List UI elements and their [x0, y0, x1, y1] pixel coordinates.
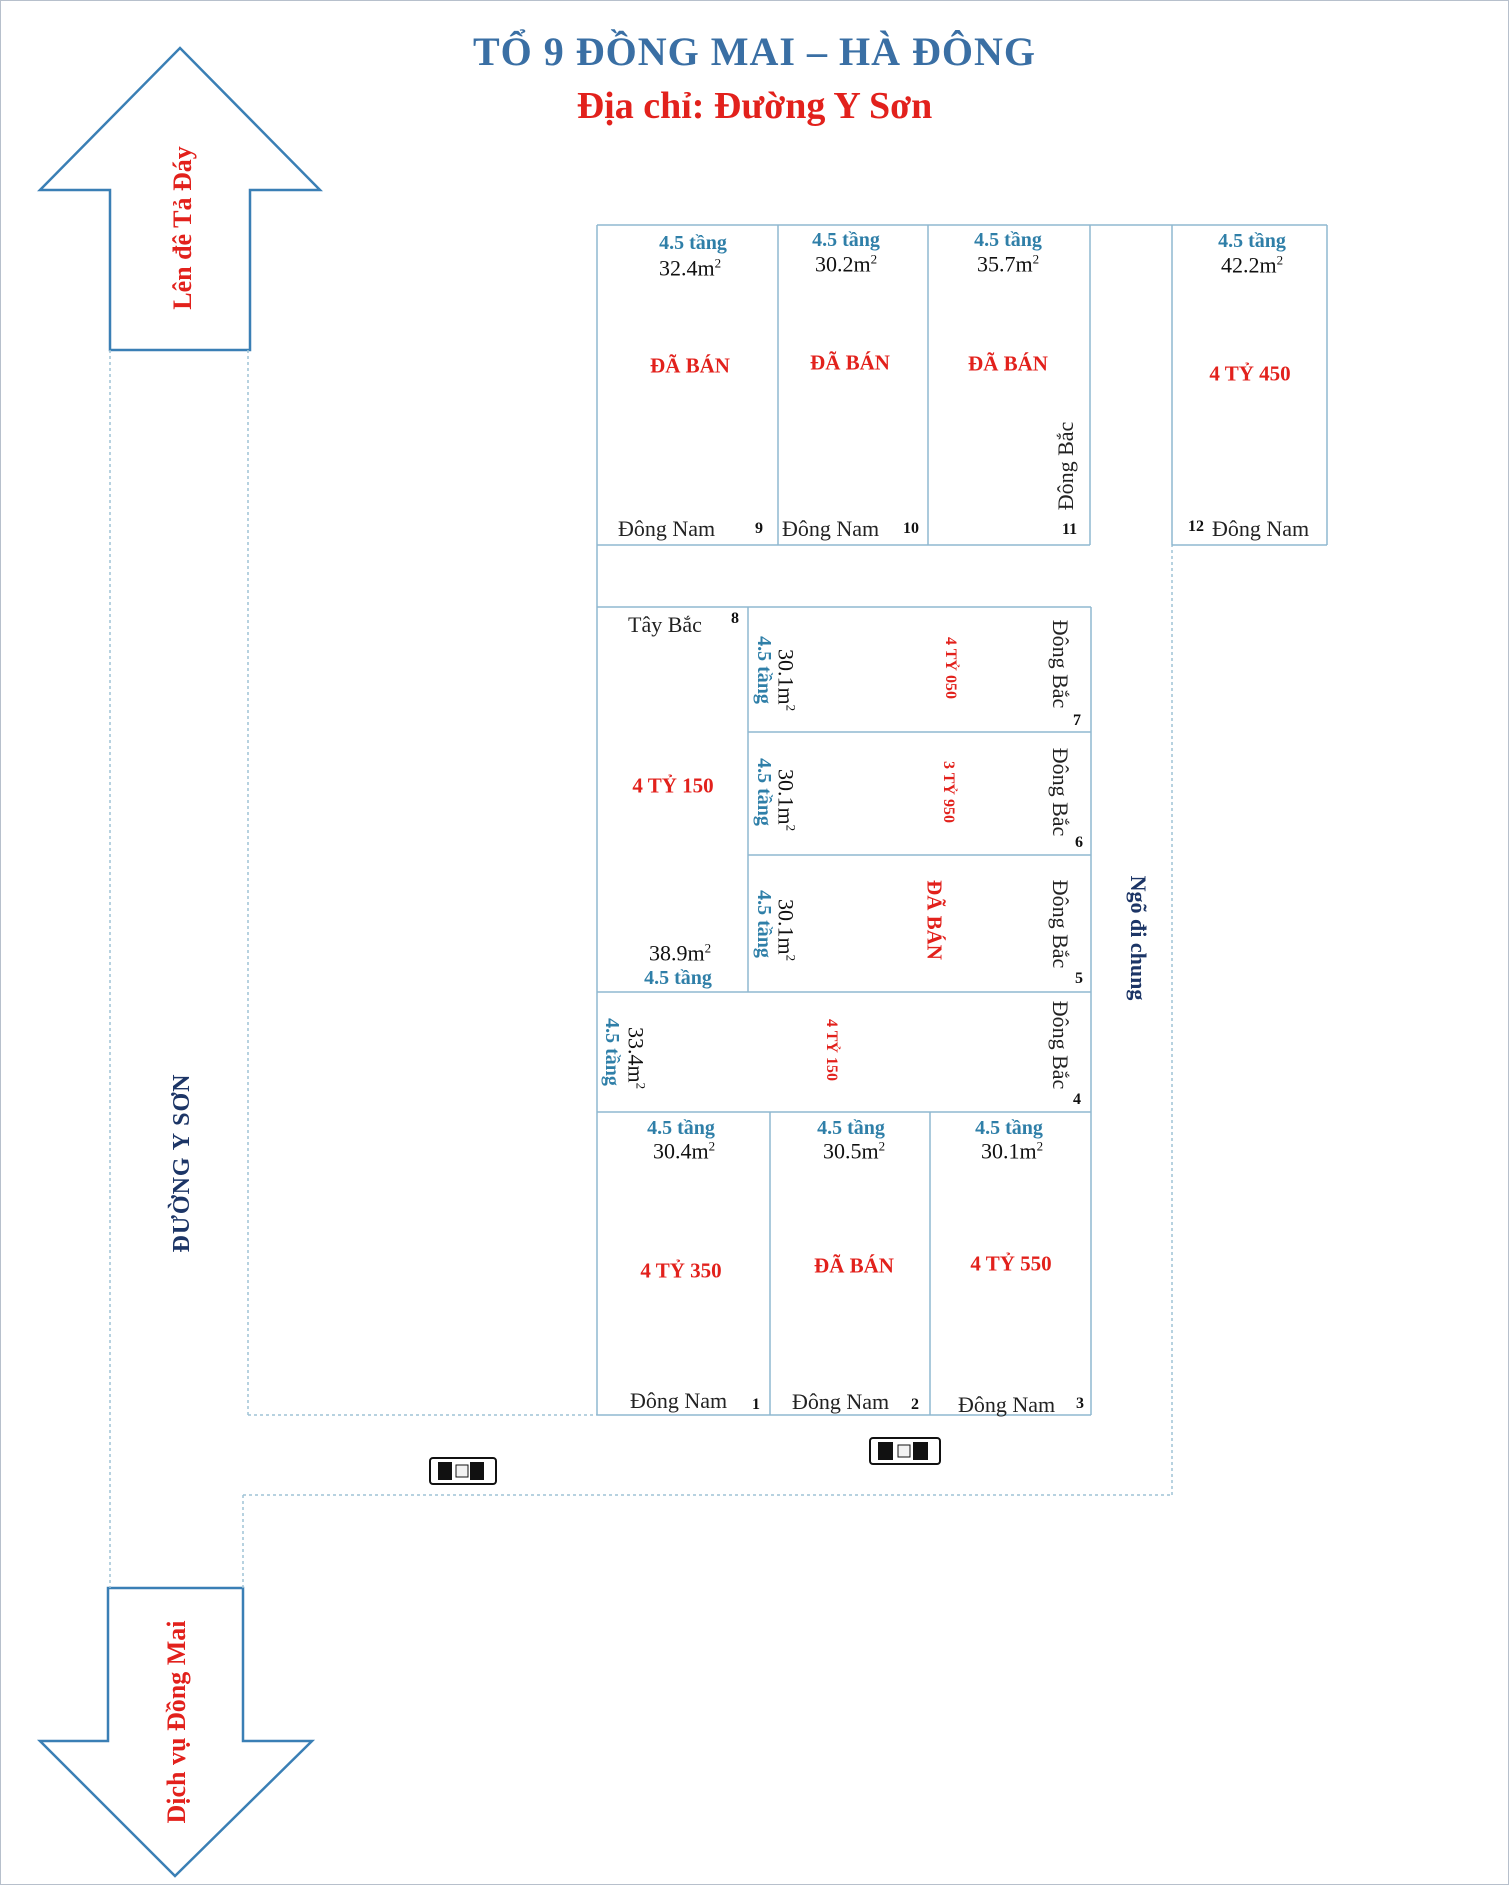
lot-6-number: 6 [1075, 834, 1083, 851]
lot-3-number: 3 [1076, 1395, 1084, 1412]
lot-1-facing: Đông Nam [630, 1388, 728, 1413]
lot-11-number: 11 [1062, 521, 1078, 538]
lot-1-status: 4 TỶ 350 [640, 1258, 722, 1283]
lot-5-status: ĐÃ BÁN [922, 880, 947, 960]
lot-2-area: 30.5m2 [822, 1138, 886, 1164]
lot-7-floors: 4.5 tầng [753, 636, 775, 704]
lot-1-area: 30.4m2 [652, 1138, 716, 1164]
lot-7-facing: Đông Bắc [1048, 619, 1073, 709]
lot-5-facing: Đông Bắc [1048, 879, 1073, 969]
alley-label: Ngõ đi chung [1126, 875, 1151, 1001]
lot-9-floors: 4.5 tầng [659, 232, 727, 254]
lot-4-floors: 4.5 tầng [601, 1018, 623, 1086]
lot-12-number: 12 [1188, 518, 1204, 535]
lot-12-facing: Đông Nam [1212, 516, 1310, 541]
lot-3-status: 4 TỶ 550 [970, 1251, 1052, 1276]
lot-6-floors: 4.5 tầng [753, 758, 775, 826]
lot-10-number: 10 [903, 520, 919, 537]
lot-2-floors: 4.5 tầng [817, 1117, 885, 1139]
lot-2-facing: Đông Nam [792, 1389, 890, 1414]
lot-1-number: 1 [752, 1396, 760, 1413]
lot-10-facing: Đông Nam [782, 516, 880, 541]
lot-12-area: 42.2m2 [1220, 252, 1284, 278]
arrow-up-shape [37, 46, 323, 352]
lot-6-facing: Đông Bắc [1048, 747, 1073, 837]
lot-5-floors: 4.5 tầng [753, 890, 775, 958]
lot-10-floors: 4.5 tầng [812, 229, 880, 251]
lot-8-floors: 4.5 tầng [644, 967, 712, 989]
lot-8-number: 8 [731, 610, 739, 627]
lot-10-area: 30.2m2 [814, 251, 878, 277]
lot-12-floors: 4.5 tầng [1218, 230, 1286, 252]
lot-3-area: 30.1m2 [980, 1138, 1044, 1164]
page-subtitle: Địa chỉ: Đường Y Sơn [576, 85, 933, 127]
car-icon [429, 1457, 497, 1485]
car-icon [869, 1437, 941, 1465]
lot-5-area: 30.1m2 [773, 898, 799, 962]
lot-5-number: 5 [1075, 970, 1083, 987]
arrow-down-shape [36, 1586, 316, 1878]
lot-2-number: 2 [911, 1396, 919, 1413]
lot-boundaries [596, 224, 1328, 1416]
lot-8-facing: Tây Bắc [628, 612, 702, 637]
lot-4-facing: Đông Bắc [1048, 1000, 1073, 1090]
lot-8-area: 38.9m2 [648, 940, 712, 966]
lot-12-status: 4 TỶ 450 [1209, 361, 1291, 386]
lot-11-area: 35.7m2 [976, 251, 1040, 277]
lot-10-status: ĐÃ BÁN [810, 350, 890, 375]
lot-11-floors: 4.5 tầng [974, 229, 1042, 251]
lot-9-status: ĐÃ BÁN [650, 353, 730, 378]
lot-9-facing: Đông Nam [618, 516, 716, 541]
lot-9-area: 32.4m2 [658, 255, 722, 281]
lot-4-number: 4 [1073, 1091, 1081, 1108]
lot-4-status: 4 TỶ 150 [823, 1019, 840, 1081]
lot-11-status: ĐÃ BÁN [968, 351, 1048, 376]
road-label: ĐƯỜNG Y SƠN [169, 1073, 195, 1253]
lot-3-floors: 4.5 tầng [975, 1117, 1043, 1139]
lot-1-floors: 4.5 tầng [647, 1117, 715, 1139]
lot-3-facing: Đông Nam [958, 1392, 1056, 1417]
lot-9-number: 9 [755, 520, 763, 537]
lot-8-status: 4 TỶ 150 [632, 773, 714, 798]
lot-4-area: 33.4m2 [623, 1026, 649, 1090]
road-edges [109, 350, 1173, 1588]
arrow-up-label: Lên đê Tả Đáy [168, 146, 197, 310]
lot-2-status: ĐÃ BÁN [814, 1253, 894, 1278]
lot-6-area: 30.1m2 [773, 768, 799, 832]
lot-11-facing: Đông Bắc [1053, 421, 1078, 511]
page-title: TỔ 9 ĐỒNG MAI – HÀ ĐÔNG [473, 29, 1036, 74]
lot-6-status: 3 TỶ 950 [940, 761, 957, 823]
lot-7-status: 4 TỶ 050 [942, 637, 959, 699]
lot-7-number: 7 [1073, 712, 1081, 729]
lot-7-area: 30.1m2 [773, 648, 799, 712]
arrow-down-label: Dịch vụ Đồng Mai [162, 1620, 191, 1824]
